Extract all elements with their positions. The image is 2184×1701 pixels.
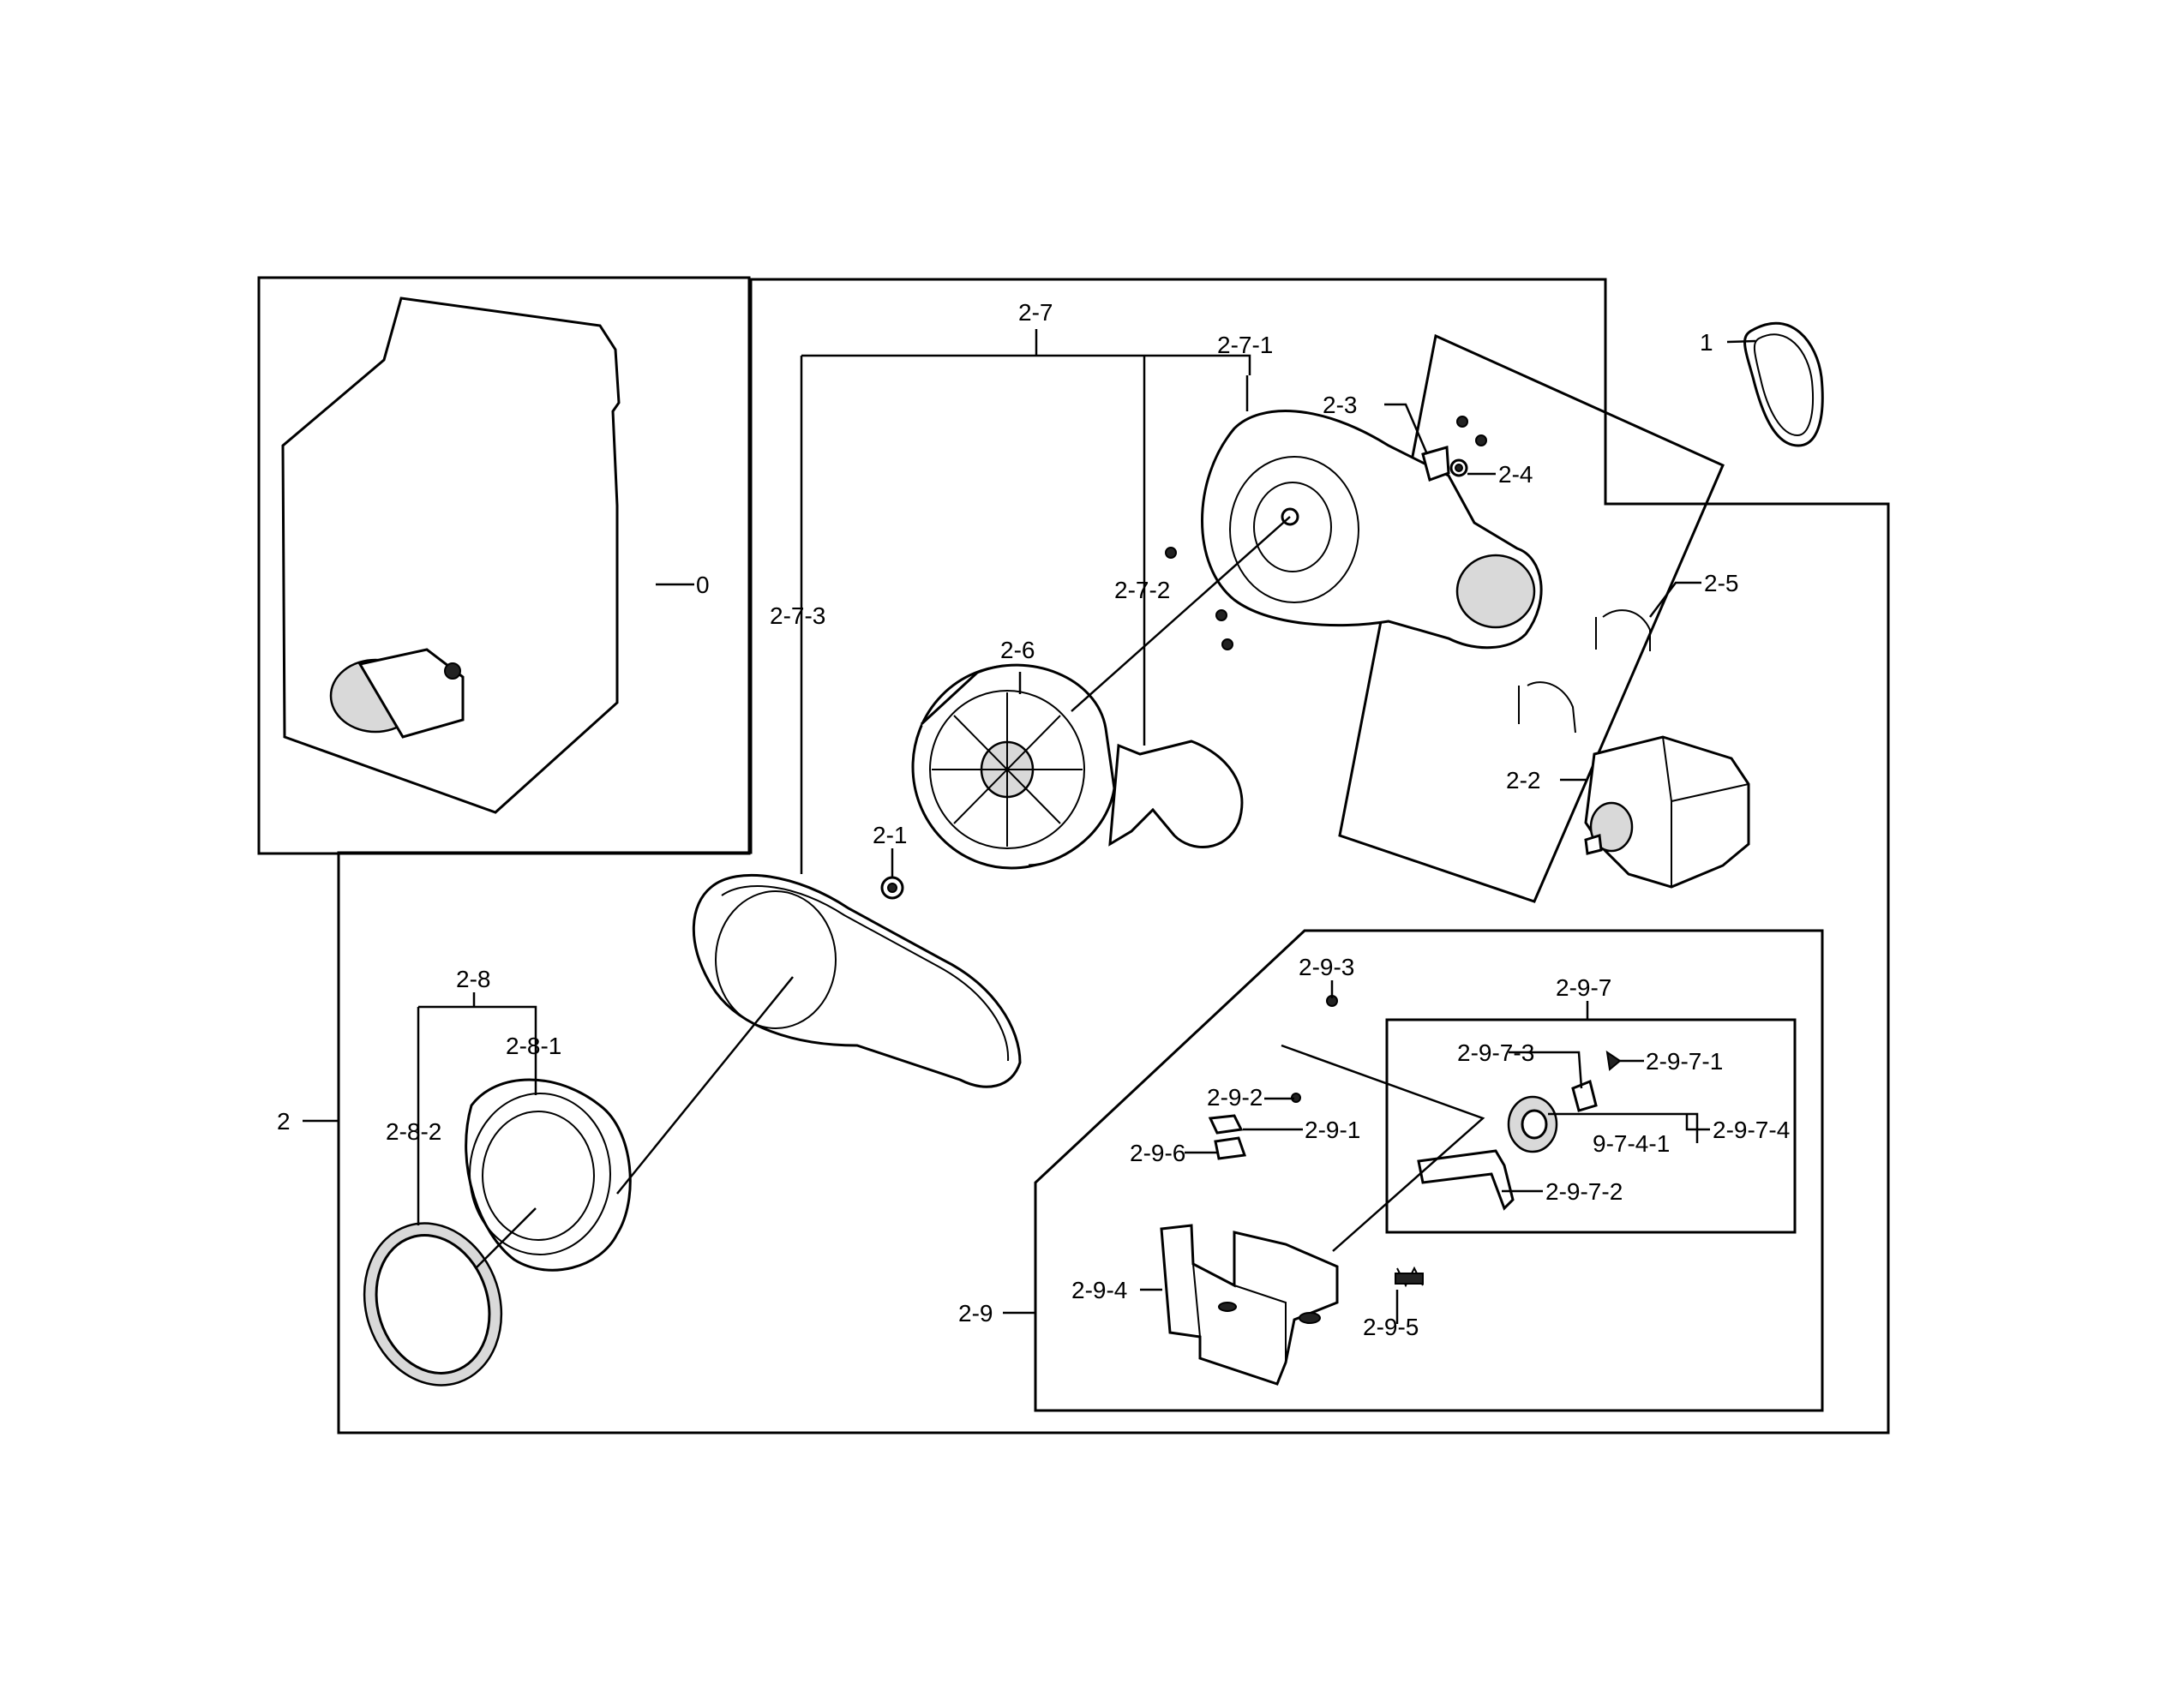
label-2-9-7: 2-9-7	[1556, 974, 1611, 1001]
label-2-3: 2-3	[1323, 392, 1357, 418]
label-2-1: 2-1	[873, 822, 907, 848]
label-2-8-1: 2-8-1	[506, 1033, 561, 1059]
frame-assembly-2	[337, 278, 1890, 1434]
label-2-9-5: 2-9-5	[1363, 1314, 1419, 1340]
label-2-7-1: 2-7-1	[1217, 332, 1273, 358]
label-2-9-6: 2-9-6	[1130, 1140, 1185, 1166]
idler-pulley-assembly	[1417, 1050, 1622, 1211]
label-2-8: 2-8	[456, 966, 490, 992]
label-2-5: 2-5	[1704, 570, 1738, 596]
label-0: 0	[696, 572, 710, 598]
felt-seal	[363, 1222, 503, 1387]
label-2-7: 2-7	[1018, 299, 1053, 326]
label-2-9-4: 2-9-4	[1071, 1277, 1127, 1303]
label-2-9-7-2: 2-9-7-2	[1545, 1178, 1623, 1205]
idler-bracket-assembly	[1160, 995, 1424, 1386]
frame-assembly-2-9	[1034, 929, 1824, 1412]
blower-housing-rear	[1165, 410, 1543, 650]
dryer-cabinet-drawing	[281, 296, 621, 814]
label-2-9-7-1: 2-9-7-1	[1646, 1048, 1723, 1075]
label-2-9: 2-9	[958, 1300, 993, 1327]
label-2-2: 2-2	[1506, 767, 1540, 794]
duct-ring	[465, 1078, 632, 1272]
frame-assembly-2-9-7	[1385, 1018, 1797, 1234]
duct-connector	[1108, 740, 1244, 848]
label-2-6: 2-6	[1000, 637, 1035, 663]
label-1: 1	[1700, 329, 1713, 356]
label-2-9-7-4: 2-9-7-4	[1713, 1117, 1790, 1143]
label-2-8-2: 2-8-2	[386, 1118, 441, 1145]
bracket-and-screws	[1421, 416, 1487, 482]
label-2-9-2: 2-9-2	[1207, 1084, 1263, 1111]
frame-motor-region	[1338, 333, 1725, 903]
blower-housing-front	[692, 873, 1022, 1088]
label-2-9-1: 2-9-1	[1305, 1117, 1360, 1143]
motor-clips	[1518, 609, 1651, 734]
blower-nut	[880, 876, 904, 900]
label-2-7-3: 2-7-3	[770, 602, 825, 629]
drive-motor	[1584, 735, 1750, 889]
label-2-9-3: 2-9-3	[1299, 954, 1354, 980]
blower-wheel	[911, 663, 1116, 870]
label-2-7-2: 2-7-2	[1114, 577, 1170, 603]
label-9-7-4-1: 9-7-4-1	[1593, 1130, 1670, 1157]
callout-leader-lines	[303, 329, 1756, 1324]
drive-belt	[1743, 321, 1824, 447]
label-2-9-7-3: 2-9-7-3	[1457, 1039, 1534, 1066]
callout-labels: 0 1 2 2-1 2-2 2-3 2-4 2-5 2-6 2-7 2-7-1 …	[277, 299, 1790, 1340]
label-2: 2	[277, 1108, 291, 1135]
label-2-4: 2-4	[1498, 461, 1533, 488]
